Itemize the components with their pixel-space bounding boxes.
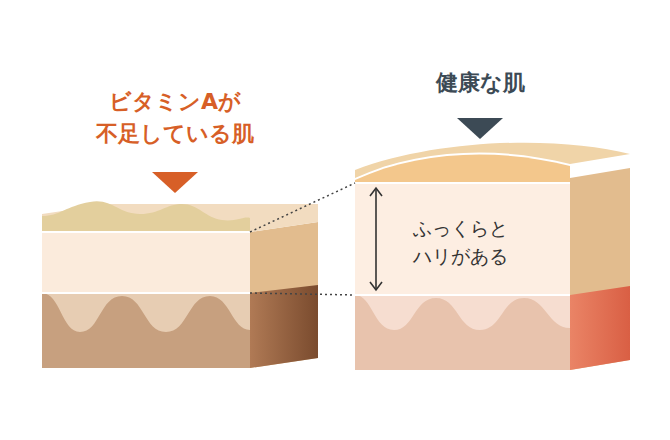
side-upper	[570, 168, 630, 370]
layer-line	[355, 182, 570, 184]
dotted-guide	[250, 183, 355, 232]
epidermis	[355, 183, 570, 295]
side-dermis	[250, 285, 318, 368]
pointer-triangle	[457, 118, 503, 139]
healthy-skin-block	[355, 143, 630, 370]
rough-horny-layer	[42, 201, 250, 232]
layer-line	[42, 231, 250, 233]
pointer-triangle	[152, 172, 198, 193]
side-upper	[250, 222, 318, 368]
horny-layer	[355, 154, 570, 183]
side-dermis	[570, 286, 630, 370]
dotted-guide	[250, 293, 355, 295]
dermis-wave	[355, 295, 570, 330]
dermis	[42, 293, 250, 368]
thickness-note: ふっくらと ハリがある	[395, 215, 525, 270]
dry-skin-block	[42, 201, 318, 368]
dermis	[355, 295, 570, 370]
condition-heading: ビタミンAが 不足している肌	[80, 86, 270, 150]
layer-line	[355, 294, 570, 296]
epidermis	[42, 232, 250, 293]
layer-line	[42, 292, 250, 294]
dermis-wave	[42, 293, 250, 332]
thickness-arrow	[370, 188, 382, 290]
condition-heading: 健康な肌	[400, 67, 560, 99]
